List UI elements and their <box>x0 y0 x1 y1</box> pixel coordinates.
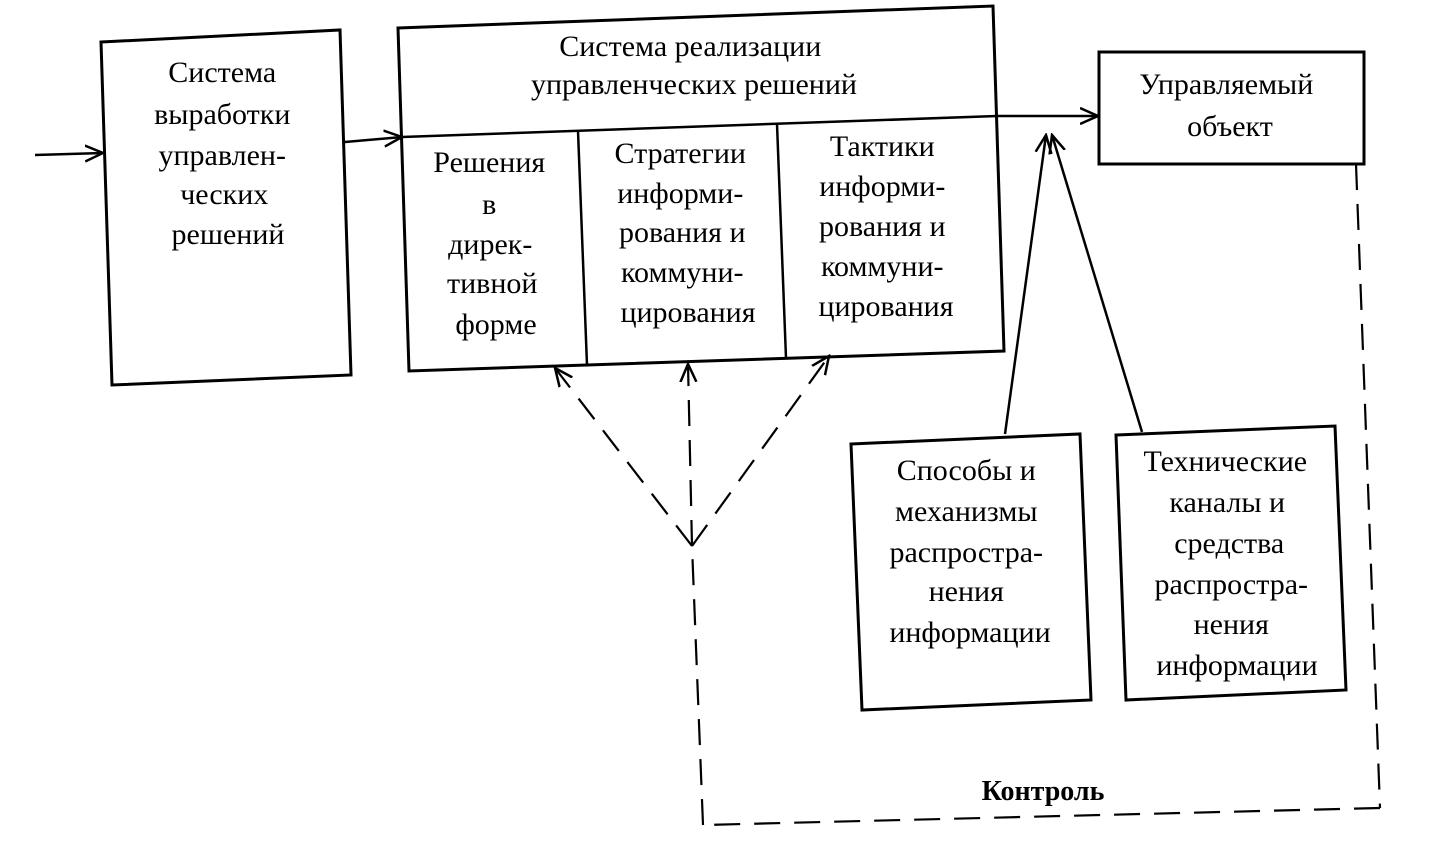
technical-channels-box: Технические каналы и средства распростра… <box>1114 424 1348 702</box>
input-arrow <box>34 153 103 155</box>
methods-to-object-arrow <box>1003 135 1046 435</box>
methods-line-5: информации <box>889 616 1050 649</box>
svg-text:Способы и механизмы: Способы и механизмы распростра- нения ин… <box>889 454 1050 649</box>
control-bottom-dashed-line <box>702 806 1381 827</box>
control-vertical-dashed-line <box>690 545 705 826</box>
development-to-implementation-arrow <box>344 137 402 142</box>
channels-line-2: каналы и <box>1169 486 1285 519</box>
svg-text:Система выработки: Система выработки управлен- ческих решен… <box>154 56 298 251</box>
development-line-4: ческих <box>180 178 268 211</box>
methods-line-4: нения <box>929 575 1004 608</box>
control-to-tactics-arrow <box>691 356 829 547</box>
column-directive-decisions: Решения в дирек- тивной форме <box>433 146 552 341</box>
methods-line-1: Способы и <box>897 454 1036 487</box>
development-line-3: управлен- <box>159 139 286 172</box>
column-divider-2 <box>775 123 788 359</box>
implementation-header-divider <box>401 114 998 139</box>
development-line-1: Система <box>168 56 276 89</box>
development-line-5: решений <box>172 218 285 251</box>
channels-to-object-arrow <box>1052 135 1144 433</box>
channels-line-3: средства <box>1174 527 1284 560</box>
control-right-dashed-line <box>1354 163 1382 809</box>
methods-line-3: распростра- <box>889 536 1043 569</box>
channels-line-6: информации <box>1156 649 1317 682</box>
column-information-tactics: Тактики информи- рования и коммуни- циро… <box>818 130 953 323</box>
methods-line-2: механизмы <box>895 495 1038 528</box>
development-system-box: Система выработки управлен- ческих решен… <box>99 28 353 387</box>
svg-text:Технические каналы и: Технические каналы и средства распростра… <box>1143 445 1317 682</box>
control-to-strategies-arrow <box>688 364 692 547</box>
svg-text:Управляемый объект: Управляемый объект <box>1139 68 1321 143</box>
channels-line-1: Технические <box>1143 445 1307 478</box>
channels-line-4: распростра- <box>1154 568 1308 601</box>
managed-object-line-1: Управляемый <box>1139 68 1313 101</box>
column-divider-1 <box>576 130 589 366</box>
control-to-directive-arrow <box>555 368 693 547</box>
channels-line-5: нения <box>1194 608 1269 641</box>
managed-object-line-2: объект <box>1187 110 1273 143</box>
implementation-system-box: Система реализации управленческих решени… <box>396 4 1006 373</box>
managed-object-box: Управляемый объект <box>1097 50 1366 166</box>
development-line-2: выработки <box>154 98 290 131</box>
column-information-strategies: Стратегии информи- рования и коммуни- ци… <box>615 137 756 329</box>
control-feedback-loop <box>555 163 1382 827</box>
control-label: Контроль <box>982 776 1105 807</box>
implementation-title: Система реализации управленческих решени… <box>531 30 857 101</box>
dissemination-methods-box: Способы и механизмы распростра- нения ин… <box>849 432 1093 712</box>
